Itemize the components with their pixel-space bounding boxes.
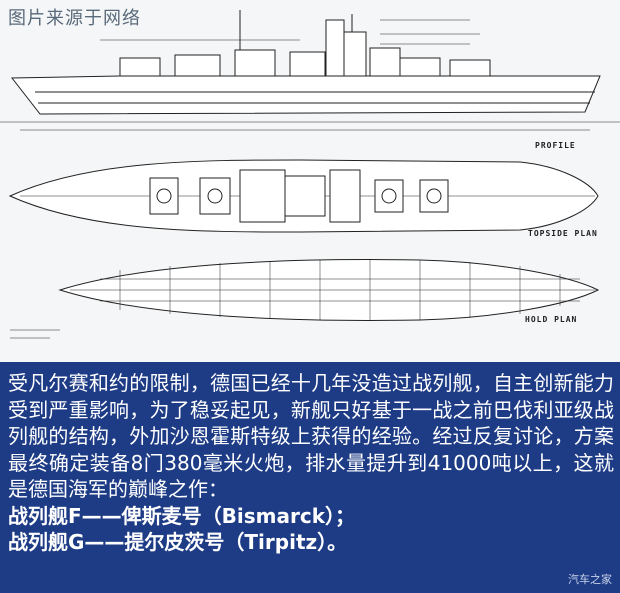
- caption-text: 受凡尔赛和约的限制，德国已经十几年没造过战列舰，自主创新能力受到严重影响，为了稳…: [8, 370, 614, 556]
- watermark: 汽车之家: [568, 573, 612, 586]
- topside-plan-view: [8, 159, 599, 233]
- hold-plan-label: HOLD PLAN: [525, 315, 578, 324]
- image-source-label: 图片来源于网络: [8, 8, 141, 29]
- ship-g-line: 战列舰G——提尔皮茨号（Tirpitz）。: [8, 530, 348, 554]
- topside-plan-label: TOPSIDE PLAN: [528, 229, 598, 238]
- ship-f-line: 战列舰F——俾斯麦号（Bismarck）；: [8, 503, 356, 528]
- caption-paragraph: 受凡尔赛和约的限制，德国已经十几年没造过战列舰，自主创新能力受到严重影响，为了稳…: [8, 371, 614, 501]
- profile-view: [0, 10, 620, 131]
- ship-blueprint-image: 图片来源于网络 PROFILE TOPSIDE PLAN HOLD PLAN: [0, 0, 620, 362]
- caption-panel: 受凡尔赛和约的限制，德国已经十几年没造过战列舰，自主创新能力受到严重影响，为了稳…: [0, 362, 620, 593]
- profile-label: PROFILE: [535, 141, 576, 150]
- hold-plan-view: [10, 259, 600, 339]
- blueprint-drawing: [0, 10, 620, 339]
